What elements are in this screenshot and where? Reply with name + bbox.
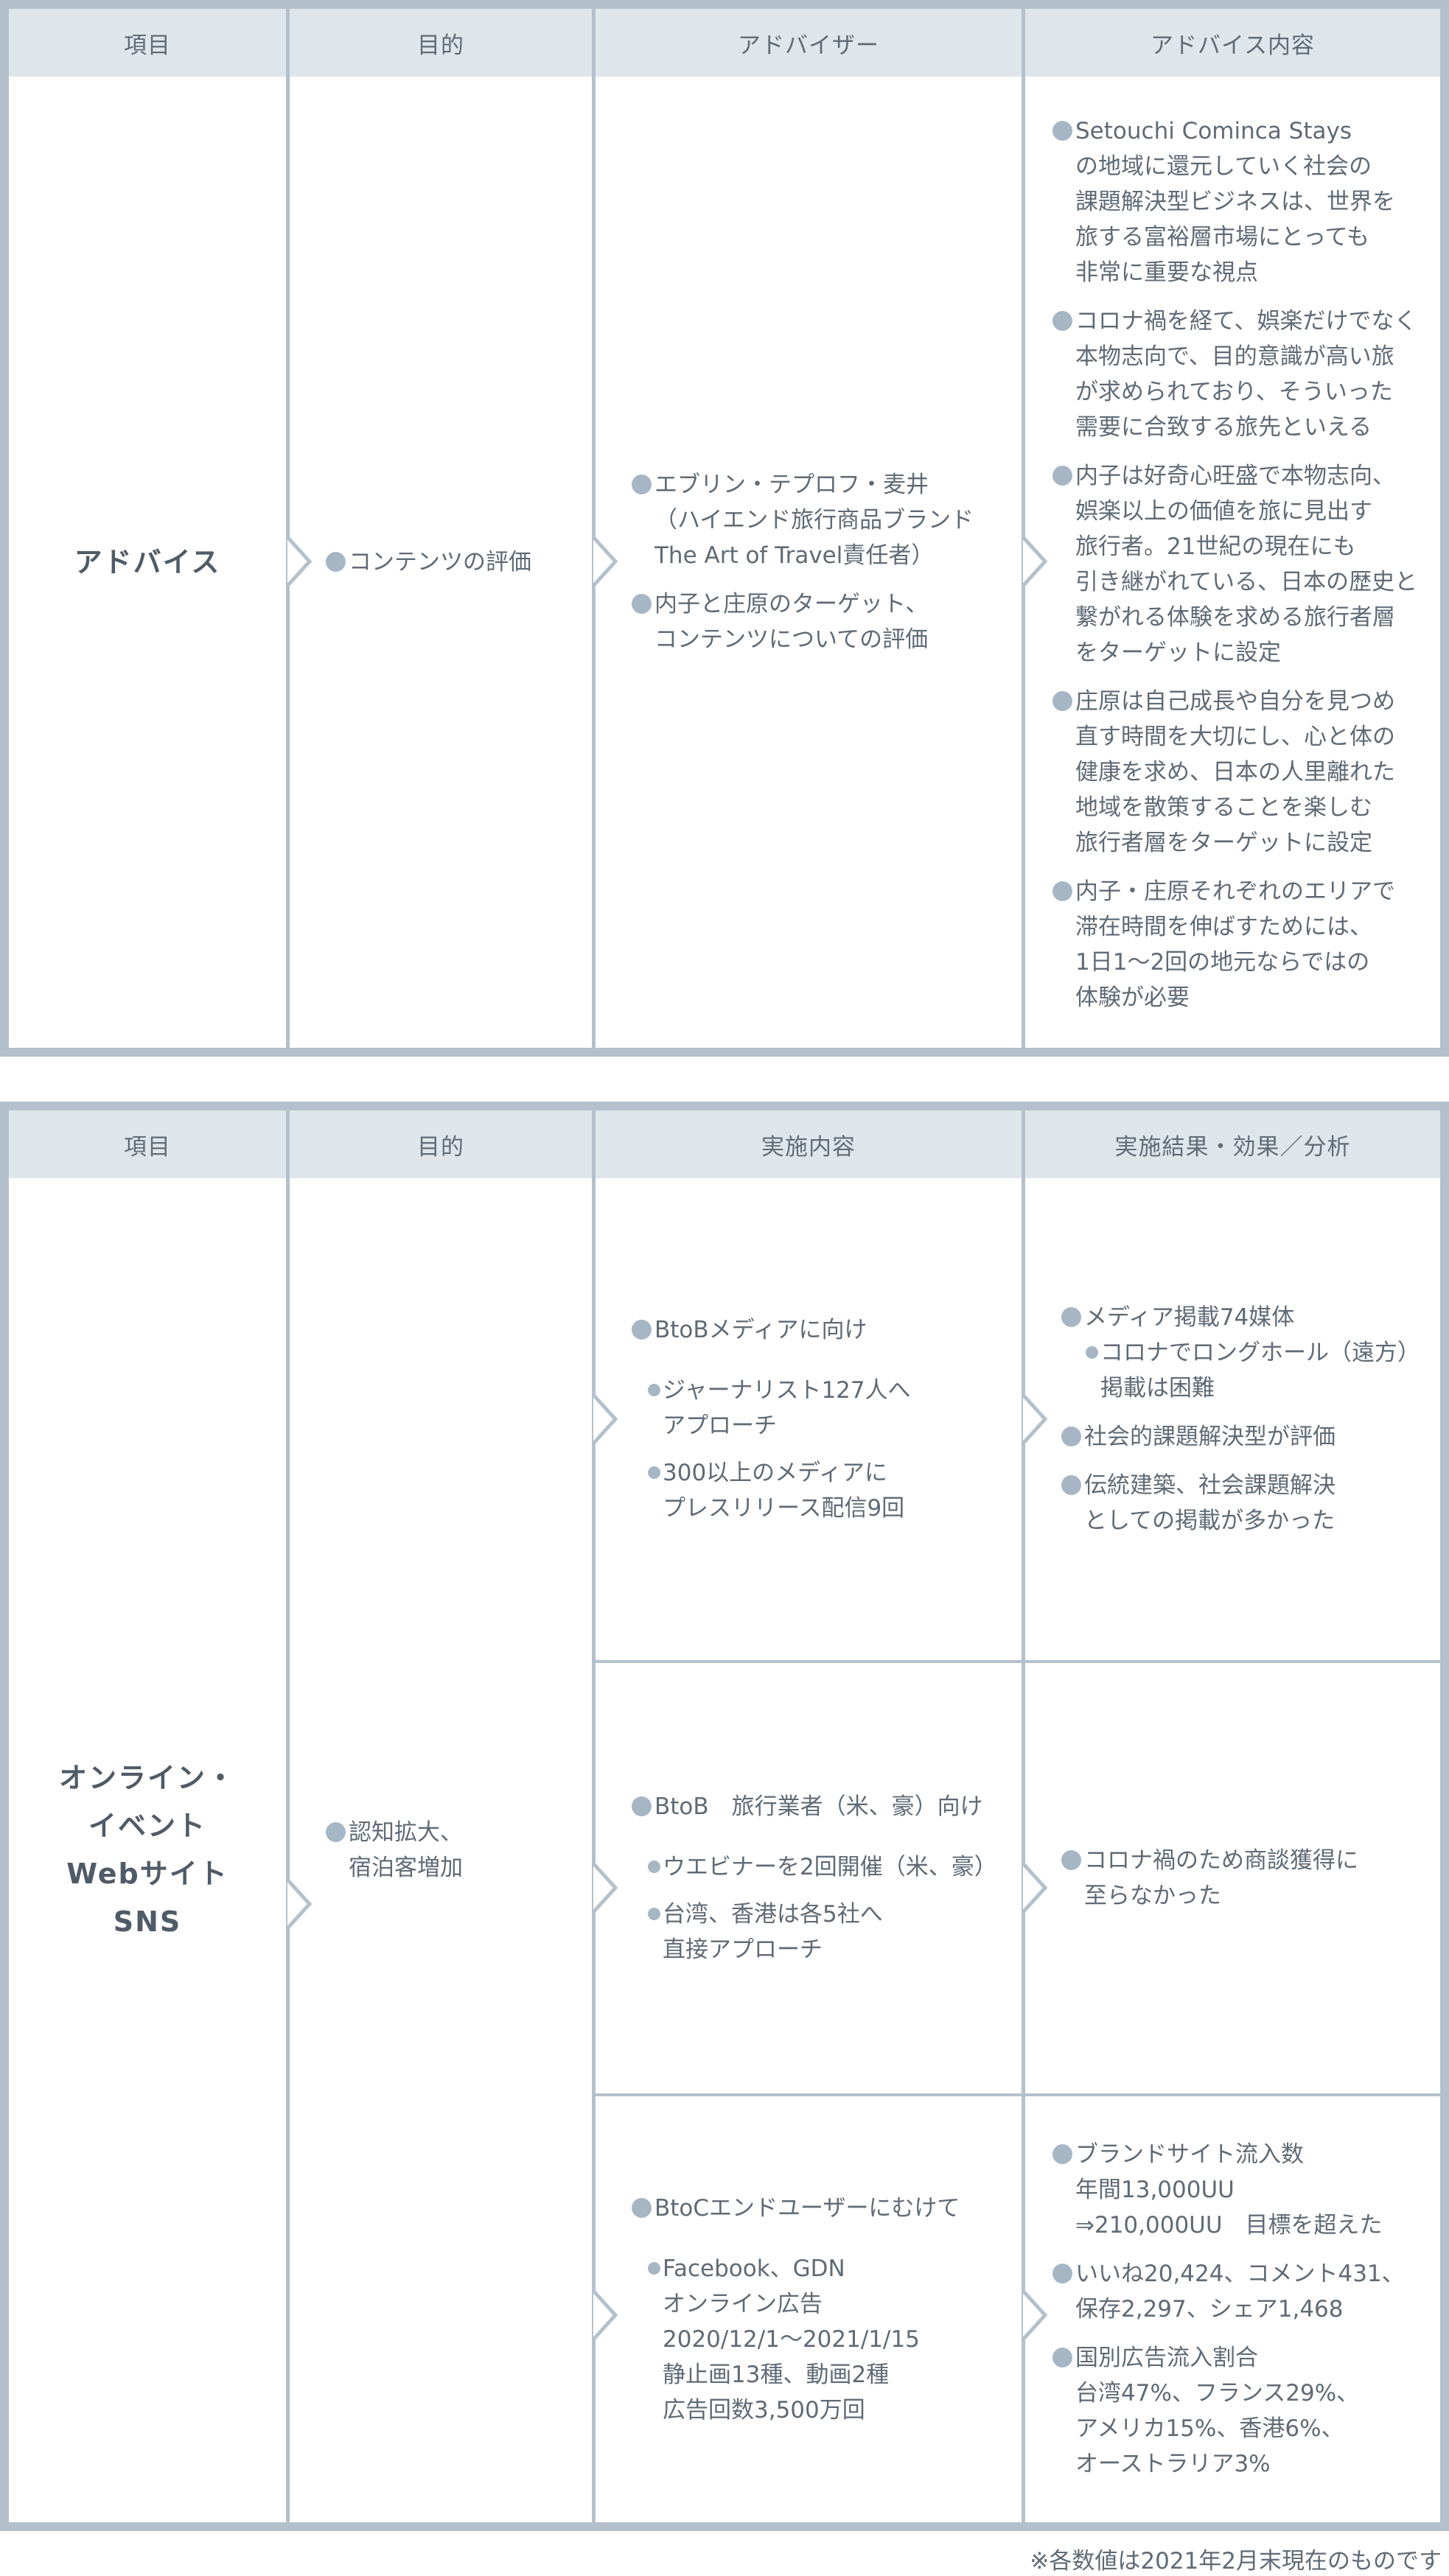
bullet-icon bbox=[1052, 311, 1072, 331]
list-item: メディア掲載74媒体 コロナでロングホール（遠方） 掲載は困難 bbox=[1061, 1300, 1437, 1406]
implementation-cell: BtoBメディアに向け ジャーナリスト127人へ アプローチ 300以上のメディ… bbox=[632, 1178, 1015, 1660]
implementation-cell: BtoB 旅行業者（米、豪）向け ウエビナーを2回開催（米、豪） 台湾、香港は各… bbox=[632, 1663, 1022, 2093]
bullet-icon bbox=[1052, 2348, 1072, 2367]
results-cell: コロナ禍のため商談獲得に 至らなかった bbox=[1061, 1663, 1437, 2093]
bullet-icon bbox=[1061, 1307, 1081, 1327]
bullet-icon bbox=[326, 552, 346, 572]
header-advice-content: アドバイス内容 bbox=[1150, 32, 1316, 59]
list-item: いいね20,424、コメント431、 保存2,297、シェア1,468 bbox=[1052, 2256, 1443, 2327]
list-item: 内子・庄原それぞれのエリアで 滞在時間を伸ばすためには、 1日1～2回の地元なら… bbox=[1052, 874, 1443, 1015]
list-item: 内子と庄原のターゲット、 コンテンツについての評価 bbox=[632, 587, 1015, 657]
header-purpose: 目的 bbox=[417, 1133, 464, 1161]
bullet-icon bbox=[1052, 466, 1072, 486]
list-item: 国別広告流入割合 台湾47%、フランス29%、 アメリカ15%、香港6%、 オー… bbox=[1052, 2340, 1443, 2482]
bullet-icon bbox=[1052, 2144, 1072, 2164]
list-item: コロナ禍を経て、娯楽だけでなく 本物志向で、目的意識が高い旅 が求められており、… bbox=[1052, 304, 1443, 445]
column-divider bbox=[1022, 9, 1025, 1048]
implementation-cell: BtoCエンドユーザーにむけて Facebook、GDN オンライン広告 202… bbox=[632, 2096, 1015, 2522]
chevron-right-icon bbox=[1022, 2289, 1048, 2341]
bullet-icon bbox=[648, 2262, 660, 2275]
row-label-advice: アドバイス bbox=[74, 545, 221, 578]
advice-table: 項目 目的 アドバイザー アドバイス内容 アドバイス コンテンツの評価 エブリン… bbox=[0, 0, 1449, 1057]
column-divider bbox=[286, 1110, 290, 2522]
list-item: Setouchi Cominca Stays の地域に還元していく社会の 課題解… bbox=[1052, 113, 1443, 290]
sub-list-item: 300以上のメディアに プレスリリース配信9回 bbox=[648, 1455, 1015, 1526]
list-item: 伝統建築、社会課題解決 としての掲載が多かった bbox=[1061, 1468, 1437, 1539]
bullet-icon bbox=[1086, 1346, 1098, 1359]
list-item: BtoB 旅行業者（米、豪）向け bbox=[632, 1789, 1022, 1824]
bullet-icon bbox=[632, 1320, 652, 1340]
list-item: 庄原は自己成長や自分を見つめ 直す時間を大切にし、心と体の 健康を求め、日本の人… bbox=[1052, 684, 1443, 861]
sub-list-item: コロナでロングホール（遠方） 掲載は困難 bbox=[1086, 1335, 1420, 1406]
header-implementation: 実施内容 bbox=[761, 1133, 856, 1161]
bullet-icon bbox=[1061, 1427, 1081, 1446]
bullet-icon bbox=[648, 1908, 660, 1920]
row-label-online: オンライン・ イベント Webサイト SNS bbox=[9, 1178, 286, 2522]
chevron-right-icon bbox=[1022, 536, 1048, 587]
sub-list-item: 台湾、香港は各5社へ 直接アプローチ bbox=[648, 1897, 1022, 1967]
row-label-line: オンライン・ bbox=[58, 1762, 236, 1794]
list-item: BtoCエンドユーザーにむけて bbox=[632, 2191, 1015, 2226]
bullet-icon bbox=[1052, 121, 1072, 141]
column-divider bbox=[1022, 1110, 1025, 2522]
chevron-right-icon bbox=[286, 536, 313, 587]
bullet-icon bbox=[648, 1861, 660, 1873]
bullet-icon bbox=[632, 475, 652, 494]
results-cell: メディア掲載74媒体 コロナでロングホール（遠方） 掲載は困難 社会的課題解決型… bbox=[1061, 1178, 1437, 1660]
bullet-icon bbox=[632, 1796, 652, 1816]
bullet-icon bbox=[648, 1466, 660, 1479]
list-item: 内子は好奇心旺盛で本物志向、 娯楽以上の価値を旅に見出す 旅行者。21世紀の現在… bbox=[1052, 458, 1443, 671]
advice-content-cell: Setouchi Cominca Stays の地域に還元していく社会の 課題解… bbox=[1052, 113, 1443, 1015]
bullet-icon bbox=[326, 1822, 346, 1842]
column-divider bbox=[592, 1110, 596, 2522]
chevron-right-icon bbox=[592, 1862, 618, 1914]
list-item: エブリン・テプロフ・麦井 （ハイエンド旅行商品ブランド The Art of T… bbox=[632, 467, 1015, 573]
advisor-cell: エブリン・テプロフ・麦井 （ハイエンド旅行商品ブランド The Art of T… bbox=[632, 77, 1015, 1048]
row-label-line: SNS bbox=[113, 1905, 182, 1938]
header-advisor: アドバイザー bbox=[738, 32, 879, 59]
bullet-icon bbox=[1052, 2264, 1072, 2283]
purpose-cell: コンテンツの評価 bbox=[326, 77, 584, 1048]
activity-table-header: 項目 目的 実施内容 実施結果・効果／分析 bbox=[9, 1110, 1440, 1178]
purpose-cell: 認知拡大、 宿泊客増加 bbox=[326, 1178, 584, 2522]
column-divider bbox=[592, 9, 596, 1048]
row-divider bbox=[592, 2093, 1440, 2096]
sub-list-item: ウエビナーを2回開催（米、豪） bbox=[648, 1849, 1022, 1885]
bullet-icon bbox=[648, 1384, 660, 1396]
chevron-right-icon bbox=[592, 1393, 618, 1445]
header-purpose: 目的 bbox=[417, 32, 464, 59]
list-item: コロナ禍のため商談獲得に 至らなかった bbox=[1061, 1843, 1437, 1914]
sub-list-item: Facebook、GDN オンライン広告 2020/12/1～2021/1/15… bbox=[648, 2251, 1015, 2428]
row-label-line: イベント bbox=[88, 1810, 206, 1842]
results-cell: ブランドサイト流入数 年間13,000UU ⇒210,000UU 目標を超えた … bbox=[1052, 2096, 1443, 2522]
online-activity-table: 項目 目的 実施内容 実施結果・効果／分析 オンライン・ イベント Webサイト… bbox=[0, 1102, 1449, 2531]
chevron-right-icon bbox=[592, 536, 618, 587]
advice-table-header: 項目 目的 アドバイザー アドバイス内容 bbox=[9, 9, 1440, 77]
row-label-line: Webサイト bbox=[66, 1858, 228, 1890]
chevron-right-icon bbox=[1022, 1862, 1048, 1914]
chevron-right-icon bbox=[592, 2289, 618, 2341]
bullet-icon bbox=[1061, 1850, 1081, 1870]
chevron-right-icon bbox=[1022, 1393, 1048, 1445]
header-item: 項目 bbox=[124, 1133, 171, 1161]
chevron-right-icon bbox=[286, 1878, 313, 1930]
bullet-icon bbox=[1052, 691, 1072, 711]
list-item: 認知拡大、 宿泊客増加 bbox=[326, 1815, 584, 1886]
list-item: コンテンツの評価 bbox=[326, 545, 584, 580]
row-divider bbox=[592, 1660, 1440, 1663]
footnote: ※各数値は2021年2月末現在のものです bbox=[1030, 2548, 1442, 2575]
bullet-icon bbox=[632, 594, 652, 614]
column-divider bbox=[286, 9, 290, 1048]
bullet-icon bbox=[1061, 1475, 1081, 1495]
sub-list-item: ジャーナリスト127人へ アプローチ bbox=[648, 1373, 1015, 1443]
bullet-icon bbox=[632, 2198, 652, 2218]
list-item: BtoBメディアに向け bbox=[632, 1312, 1015, 1348]
list-item: ブランドサイト流入数 年間13,000UU ⇒210,000UU 目標を超えた bbox=[1052, 2137, 1443, 2243]
list-item: 社会的課題解決型が評価 bbox=[1061, 1419, 1437, 1455]
header-results: 実施結果・効果／分析 bbox=[1114, 1133, 1351, 1161]
header-item: 項目 bbox=[124, 32, 171, 59]
bullet-icon bbox=[1052, 881, 1072, 901]
